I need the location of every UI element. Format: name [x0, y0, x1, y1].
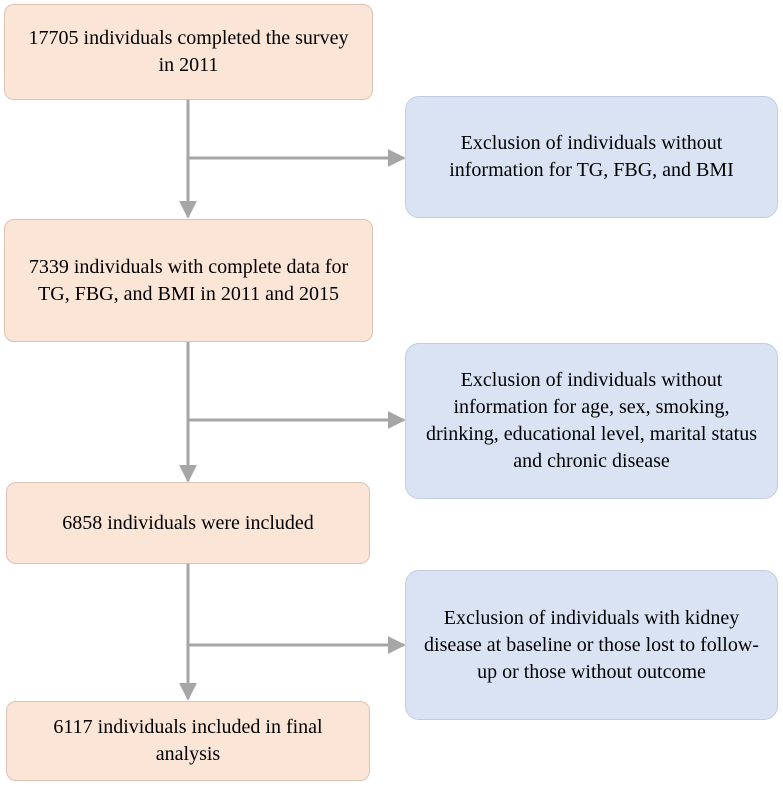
step-text-1: 17705 individuals completed the survey i…: [28, 27, 349, 76]
step-text-4: 6117 individuals included in final analy…: [53, 716, 323, 765]
exclusion-box-2: Exclusion of individuals without informa…: [405, 343, 778, 499]
exclusion-text-3: Exclusion of individuals with kidney dis…: [424, 606, 759, 683]
exclusion-box-1: Exclusion of individuals without informa…: [405, 96, 778, 218]
exclusion-text-2: Exclusion of individuals without informa…: [425, 369, 757, 472]
step-text-3: 6858 individuals were included: [62, 511, 314, 534]
exclusion-box-3: Exclusion of individuals with kidney dis…: [405, 570, 778, 720]
step-box-1: 17705 individuals completed the survey i…: [4, 4, 373, 100]
step-box-2: 7339 individuals with complete data for …: [4, 219, 373, 342]
step-text-2: 7339 individuals with complete data for …: [28, 255, 349, 305]
step-box-4: 6117 individuals included in final analy…: [6, 701, 370, 781]
exclusion-text-1: Exclusion of individuals without informa…: [449, 132, 734, 181]
step-box-3: 6858 individuals were included: [6, 482, 370, 564]
